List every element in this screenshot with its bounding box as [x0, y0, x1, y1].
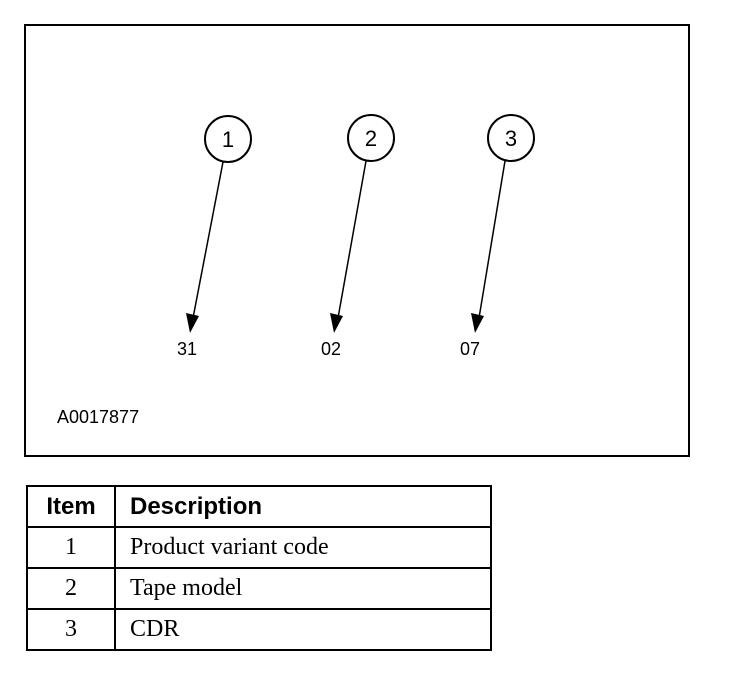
legend-table: Item Description 1 Product variant code … [26, 485, 492, 651]
figure-id: A0017877 [57, 407, 140, 427]
legend-header-description: Description [114, 485, 492, 528]
legend-item-cell: 2 [26, 567, 116, 610]
legend-item-cell: 3 [26, 608, 116, 651]
callout-1-circle [204, 115, 252, 163]
callout-3-arrowhead [471, 313, 484, 333]
table-row: 3 CDR [26, 608, 492, 651]
callout-1: 1 [186, 115, 252, 333]
callout-3-leader [478, 160, 506, 319]
table-row: 2 Tape model [26, 567, 492, 610]
code-label-07: 07 [460, 339, 481, 359]
code-label-31: 31 [177, 339, 198, 359]
callout-1-leader [192, 161, 224, 319]
code-label-02: 02 [321, 339, 342, 359]
callout-3: 3 [471, 114, 535, 333]
callout-2: 2 [330, 114, 395, 333]
legend-description-cell: Product variant code [114, 526, 492, 569]
callout-3-circle [487, 114, 535, 162]
legend-header-row: Item Description [26, 485, 492, 528]
callout-2-circle [347, 114, 395, 162]
callout-2-leader [337, 160, 367, 319]
legend-header-item: Item [26, 485, 116, 528]
legend-item-cell: 1 [26, 526, 116, 569]
table-row: 1 Product variant code [26, 526, 492, 569]
diagram-frame [24, 24, 690, 457]
callout-1-number: 1 [222, 127, 234, 152]
legend-description-cell: Tape model [114, 567, 492, 610]
callout-2-arrowhead [330, 313, 343, 333]
callout-1-arrowhead [186, 313, 199, 333]
callout-2-number: 2 [365, 126, 377, 151]
legend-description-cell: CDR [114, 608, 492, 651]
callout-3-number: 3 [505, 126, 517, 151]
